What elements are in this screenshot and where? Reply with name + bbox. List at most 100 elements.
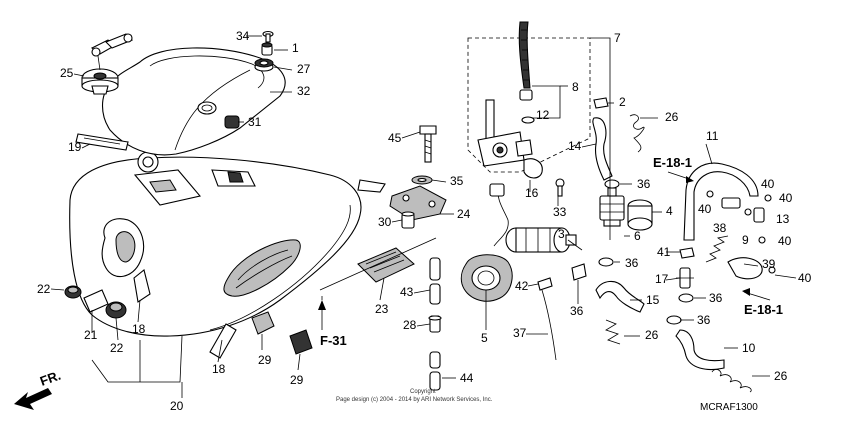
callout-c35: 35 xyxy=(450,174,464,188)
control-unit-23[interactable] xyxy=(357,247,415,283)
rubber-strip-19[interactable] xyxy=(75,133,129,151)
bracket-24[interactable] xyxy=(389,185,447,221)
callout-c3: 3 xyxy=(558,227,565,241)
hose-37[interactable] xyxy=(541,289,557,361)
strip-18-rear[interactable] xyxy=(209,323,237,359)
cushion-29-b[interactable] xyxy=(289,329,313,355)
copyright-line-1: Copyright xyxy=(410,389,436,395)
callout-c28: 28 xyxy=(403,318,417,332)
callout-c9: 9 xyxy=(742,233,749,247)
cushion-29-a[interactable] xyxy=(251,311,275,335)
clip-36-top[interactable] xyxy=(604,179,620,189)
callout-c5: 5 xyxy=(481,331,488,345)
spring-26-bottom[interactable] xyxy=(711,369,752,393)
spring-26-top[interactable] xyxy=(629,114,645,153)
tube-43-lower[interactable] xyxy=(429,283,441,305)
callout-c11: 11 xyxy=(706,129,719,143)
callout-c26b: 26 xyxy=(645,328,659,342)
hose-15[interactable] xyxy=(595,280,645,313)
fuel-filter-6[interactable] xyxy=(599,187,625,227)
grommet-27[interactable] xyxy=(254,58,274,72)
fuel-hose-from-valve[interactable] xyxy=(489,183,509,247)
f31-arrow xyxy=(318,300,326,330)
hose-11[interactable] xyxy=(683,162,759,241)
o-ring-12[interactable] xyxy=(521,116,535,124)
hose-14[interactable] xyxy=(592,117,613,181)
callout-c34: 34 xyxy=(236,29,250,43)
clip-40-set[interactable] xyxy=(706,190,776,274)
callout-c43: 43 xyxy=(400,285,414,299)
screw-33[interactable] xyxy=(555,178,565,197)
fuel-valve-body[interactable] xyxy=(477,99,533,167)
callout-c41: 41 xyxy=(657,245,671,259)
strip-18-front[interactable] xyxy=(133,269,151,303)
callout-c17: 17 xyxy=(655,272,669,286)
front-label: FR. xyxy=(38,368,63,389)
cushion-22-upper[interactable] xyxy=(64,285,82,299)
callout-c7: 7 xyxy=(614,31,621,45)
clip-2[interactable] xyxy=(593,97,609,109)
callout-c37: 37 xyxy=(513,326,527,340)
callout-c29a: 29 xyxy=(258,353,272,367)
cushion-31[interactable] xyxy=(224,115,240,129)
callout-c22a: 22 xyxy=(37,282,51,296)
collar-30[interactable] xyxy=(401,211,415,229)
fuel-pump-3[interactable] xyxy=(505,227,577,253)
clip-36-lower[interactable] xyxy=(666,293,694,325)
callout-c12: 12 xyxy=(536,108,550,122)
joint-13[interactable] xyxy=(753,207,765,223)
washer-35[interactable] xyxy=(411,175,433,185)
callout-c31: 31 xyxy=(248,115,262,129)
callout-c24: 24 xyxy=(457,207,471,221)
cushion-22-lower[interactable] xyxy=(105,301,127,319)
collar-1[interactable] xyxy=(261,42,273,56)
callout-c20: 20 xyxy=(170,399,184,413)
tank-emblem xyxy=(223,239,301,297)
callout-c38: 38 xyxy=(713,221,727,235)
callout-c36c: 36 xyxy=(709,291,723,305)
callout-c26a: 26 xyxy=(665,110,679,124)
section-reference-labels: E-18-1E-18-1F-31 xyxy=(320,155,783,348)
clip-41[interactable] xyxy=(679,247,695,259)
tube-43-upper[interactable] xyxy=(429,257,441,281)
tube-44-lower[interactable] xyxy=(429,371,441,391)
pump-bracket-5[interactable] xyxy=(460,254,513,302)
tube-44-upper[interactable] xyxy=(429,351,441,369)
clip-16[interactable] xyxy=(523,158,543,179)
copyright-line-2: Page design (c) 2004 - 2014 by ARI Netwo… xyxy=(336,397,493,403)
callout-c33: 33 xyxy=(553,205,567,219)
callout-c44: 44 xyxy=(460,371,474,385)
callout-c42: 42 xyxy=(515,279,529,293)
callout-c8: 8 xyxy=(572,80,579,94)
clip-36-pump[interactable] xyxy=(571,263,587,281)
tube-38[interactable] xyxy=(721,197,741,209)
screw-34[interactable] xyxy=(262,30,274,43)
callout-c25: 25 xyxy=(60,66,74,80)
callout-c40b: 40 xyxy=(779,191,793,205)
clip-42[interactable] xyxy=(537,277,553,291)
clip-36-mid[interactable] xyxy=(598,257,614,267)
hose-39[interactable] xyxy=(727,257,763,280)
fuel-cap-with-keys[interactable] xyxy=(81,33,133,95)
hose-10[interactable] xyxy=(675,329,725,371)
spring-26-mid[interactable] xyxy=(605,319,621,345)
bolt-45[interactable] xyxy=(419,125,437,163)
e181-top-arrow xyxy=(667,171,694,183)
callout-c19: 19 xyxy=(68,140,82,154)
callout-c2: 2 xyxy=(619,95,626,109)
pad-21[interactable] xyxy=(83,289,109,313)
callout-c30: 30 xyxy=(378,215,392,229)
callout-c1: 1 xyxy=(292,41,299,55)
callout-c18a: 18 xyxy=(132,322,146,336)
fuel-strainer-tube-8[interactable] xyxy=(518,21,533,101)
joint-28[interactable] xyxy=(428,315,442,333)
callout-c18b: 18 xyxy=(212,362,226,376)
filter-holder-4[interactable] xyxy=(627,199,653,231)
spring-hose-9[interactable] xyxy=(705,235,729,263)
callout-c22b: 22 xyxy=(110,341,124,355)
ref-e181-bottom: E-18-1 xyxy=(744,302,783,317)
callout-c40a: 40 xyxy=(761,177,775,191)
callout-c4: 4 xyxy=(666,204,673,218)
front-arrow-icon xyxy=(14,388,52,410)
